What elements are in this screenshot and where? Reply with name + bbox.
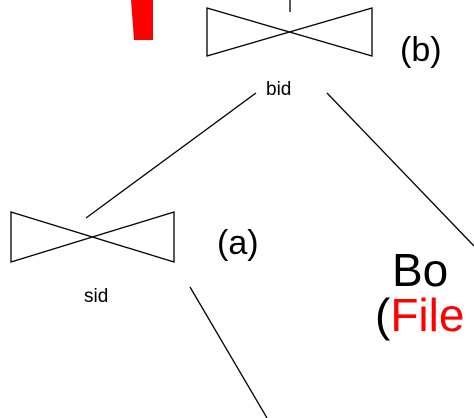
join-a-attribute-label: sid [84,286,109,307]
note-open-paren: ( [375,289,391,341]
edge-join-b-to-join-a [85,92,257,219]
join-a-bowtie-icon [10,211,175,263]
join-b-bowtie-icon [206,7,373,57]
join-a-tag: (a) [217,224,259,262]
cropped-red-fragment [131,0,153,40]
boats-relation-note: (File [375,292,464,338]
edge-join-a-down [189,286,268,418]
file-scan-label: File [390,289,465,341]
boats-relation-name: Bo [392,244,449,296]
join-b-tag: (b) [400,31,442,69]
edge-join-b-to-boats [326,92,474,247]
join-b-attribute-label: bid [266,79,292,100]
